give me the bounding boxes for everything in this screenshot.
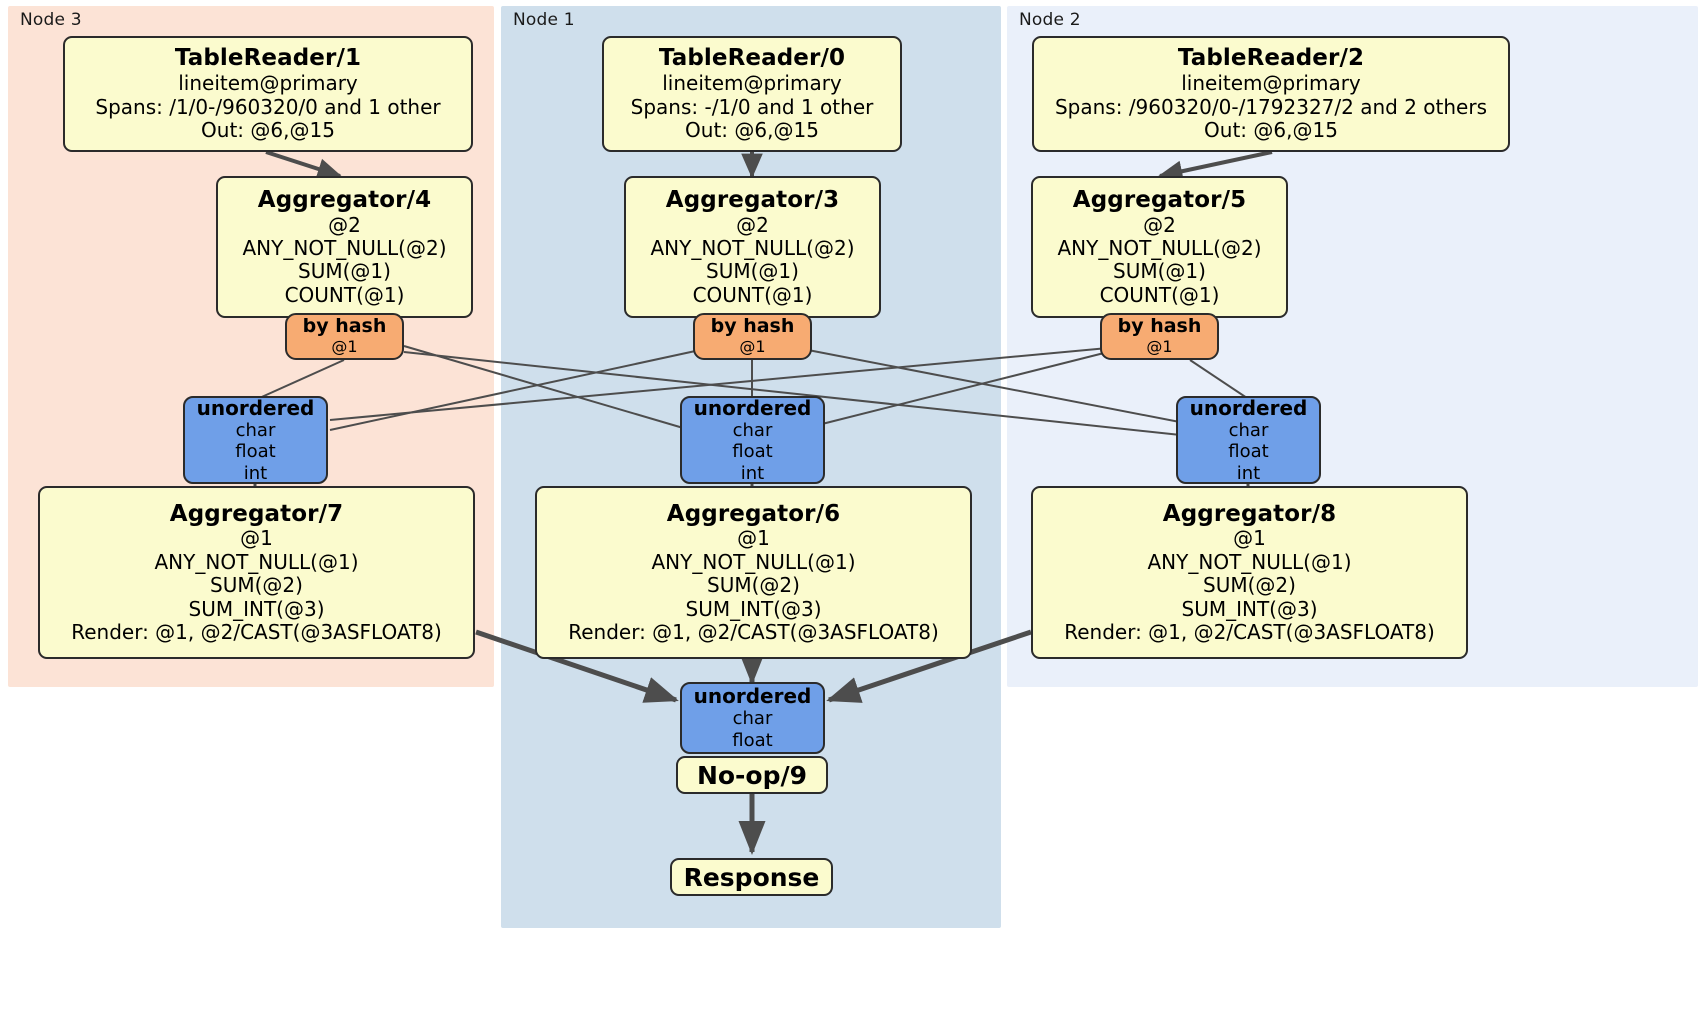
synchronizer-line: float <box>1228 441 1269 463</box>
processor-line: Render: @1, @2/CAST(@3ASFLOAT8) <box>568 620 939 645</box>
processor-tablereader-0[interactable]: TableReader/0 lineitem@primary Spans: -/… <box>602 36 902 152</box>
processor-title: Aggregator/6 <box>666 500 841 527</box>
processor-line: SUM(@1) <box>298 259 391 284</box>
processor-line: Out: @6,@15 <box>1204 118 1338 143</box>
processor-title: TableReader/0 <box>658 45 846 72</box>
router-title: by hash <box>710 315 795 338</box>
processor-aggregator-4[interactable]: Aggregator/4 @2 ANY_NOT_NULL(@2) SUM(@1)… <box>216 176 473 318</box>
processor-line: Spans: /1/0-/960320/0 and 1 other <box>95 94 441 119</box>
processor-title: TableReader/2 <box>1177 45 1365 72</box>
processor-line: SUM_INT(@3) <box>1181 596 1318 621</box>
processor-line: @2 <box>736 212 769 237</box>
synchronizer-line: char <box>732 419 773 441</box>
synchronizer-line: float <box>235 441 276 463</box>
synchronizer-line: float <box>732 441 773 463</box>
processor-line: @1 <box>1233 526 1266 551</box>
synchronizer-line: int <box>740 462 765 484</box>
processor-aggregator-8[interactable]: Aggregator/8 @1 ANY_NOT_NULL(@1) SUM(@2)… <box>1031 486 1468 659</box>
processor-aggregator-6[interactable]: Aggregator/6 @1 ANY_NOT_NULL(@1) SUM(@2)… <box>535 486 972 659</box>
processor-line: @2 <box>328 212 361 237</box>
router-by-hash-node3[interactable]: by hash @1 <box>285 313 404 360</box>
synchronizer-line: char <box>1228 419 1269 441</box>
router-line: @1 <box>739 337 766 357</box>
processor-line: @1 <box>240 526 273 551</box>
processor-line: lineitem@primary <box>1181 71 1361 96</box>
processor-line: SUM(@1) <box>1113 259 1206 284</box>
synchronizer-line: float <box>732 730 773 751</box>
processor-line: Render: @1, @2/CAST(@3ASFLOAT8) <box>71 620 442 645</box>
processor-line: Render: @1, @2/CAST(@3ASFLOAT8) <box>1064 620 1435 645</box>
processor-line: Spans: -/1/0 and 1 other <box>630 94 874 119</box>
router-by-hash-node2[interactable]: by hash @1 <box>1100 313 1219 360</box>
synchronizer-unordered-node2[interactable]: unordered char float int <box>1176 396 1321 484</box>
synchronizer-line: int <box>243 462 268 484</box>
synchronizer-line: int <box>1236 462 1261 484</box>
processor-line: ANY_NOT_NULL(@2) <box>242 236 447 261</box>
router-title: by hash <box>1117 315 1202 338</box>
processor-title: Aggregator/5 <box>1072 186 1247 213</box>
router-line: @1 <box>1146 337 1173 357</box>
node-label-node3: Node 3 <box>20 10 82 30</box>
processor-line: Out: @6,@15 <box>201 118 335 143</box>
router-line: @1 <box>331 337 358 357</box>
processor-line: ANY_NOT_NULL(@1) <box>651 549 856 574</box>
processor-line: ANY_NOT_NULL(@1) <box>1147 549 1352 574</box>
synchronizer-title: unordered <box>693 395 812 420</box>
processor-title: Aggregator/4 <box>257 186 432 213</box>
processor-line: lineitem@primary <box>178 71 358 96</box>
node-label-node1: Node 1 <box>513 10 575 30</box>
synchronizer-title: unordered <box>196 395 315 420</box>
processor-line: ANY_NOT_NULL(@2) <box>650 236 855 261</box>
router-title: by hash <box>302 315 387 338</box>
processor-line: COUNT(@1) <box>1099 282 1220 307</box>
processor-line: SUM(@2) <box>707 573 800 598</box>
synchronizer-line: char <box>732 708 773 730</box>
router-by-hash-node1[interactable]: by hash @1 <box>693 313 812 360</box>
processor-title: Aggregator/7 <box>169 500 344 527</box>
processor-line: SUM(@2) <box>210 573 303 598</box>
processor-aggregator-7[interactable]: Aggregator/7 @1 ANY_NOT_NULL(@1) SUM(@2)… <box>38 486 475 659</box>
processor-title: Aggregator/8 <box>1162 500 1337 527</box>
synchronizer-unordered-final[interactable]: unordered char float <box>680 682 825 754</box>
synchronizer-title: unordered <box>693 684 812 709</box>
processor-response[interactable]: Response <box>670 858 833 896</box>
processor-line: SUM(@1) <box>706 259 799 284</box>
processor-line: Spans: /960320/0-/1792327/2 and 2 others <box>1054 94 1487 119</box>
processor-line: SUM_INT(@3) <box>685 596 822 621</box>
processor-tablereader-2[interactable]: TableReader/2 lineitem@primary Spans: /9… <box>1032 36 1510 152</box>
processor-title: Aggregator/3 <box>665 186 840 213</box>
processor-line: SUM(@2) <box>1203 573 1296 598</box>
processor-line: ANY_NOT_NULL(@2) <box>1057 236 1262 261</box>
synchronizer-unordered-node3[interactable]: unordered char float int <box>183 396 328 484</box>
processor-aggregator-5[interactable]: Aggregator/5 @2 ANY_NOT_NULL(@2) SUM(@1)… <box>1031 176 1288 318</box>
node-label-node2: Node 2 <box>1019 10 1081 30</box>
processor-line: lineitem@primary <box>662 71 842 96</box>
synchronizer-unordered-node1[interactable]: unordered char float int <box>680 396 825 484</box>
processor-line: COUNT(@1) <box>284 282 405 307</box>
processor-line: Out: @6,@15 <box>685 118 819 143</box>
synchronizer-line: char <box>235 419 276 441</box>
processor-line: @1 <box>737 526 770 551</box>
processor-title: TableReader/1 <box>174 45 362 72</box>
processor-noop-9[interactable]: No-op/9 <box>676 756 828 794</box>
processor-line: SUM_INT(@3) <box>188 596 325 621</box>
processor-aggregator-3[interactable]: Aggregator/3 @2 ANY_NOT_NULL(@2) SUM(@1)… <box>624 176 881 318</box>
processor-line: @2 <box>1143 212 1176 237</box>
synchronizer-title: unordered <box>1189 395 1308 420</box>
processor-tablereader-1[interactable]: TableReader/1 lineitem@primary Spans: /1… <box>63 36 473 152</box>
processor-line: ANY_NOT_NULL(@1) <box>154 549 359 574</box>
processor-line: COUNT(@1) <box>692 282 813 307</box>
